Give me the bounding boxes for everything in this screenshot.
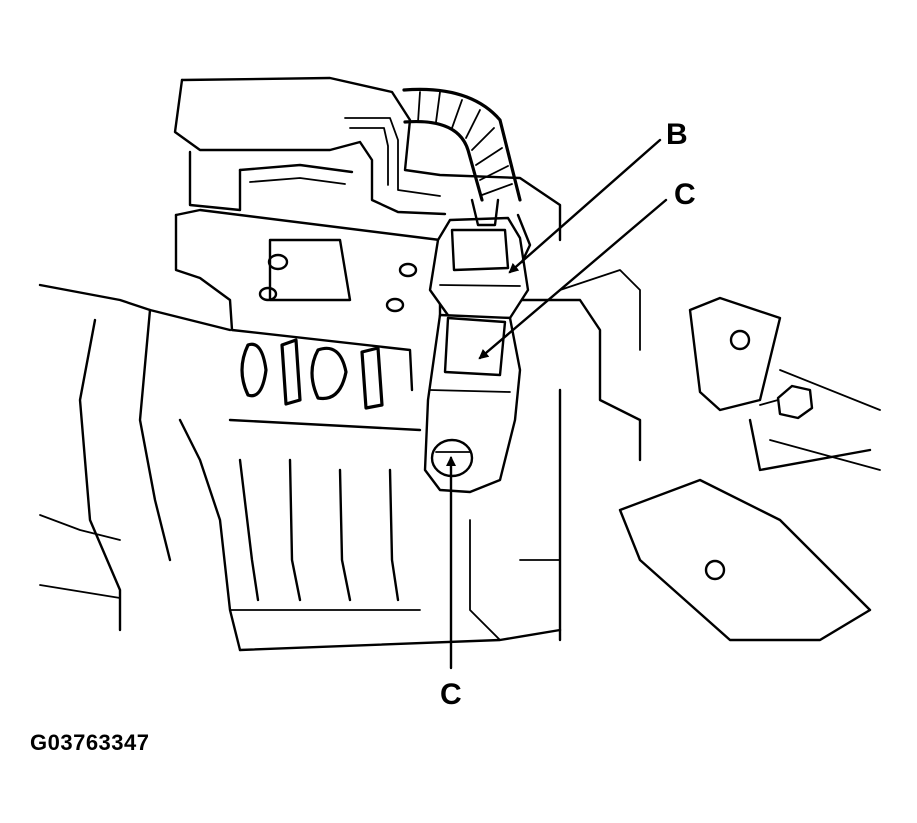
engine-block bbox=[38, 208, 642, 652]
figure-code: G03763347 bbox=[30, 730, 150, 755]
leader-arrows bbox=[446, 138, 668, 670]
right-bracket bbox=[618, 296, 881, 642]
arrow-c-upper bbox=[478, 198, 668, 360]
callout-c-lower: C bbox=[440, 678, 462, 711]
upper-housing bbox=[173, 76, 562, 242]
block-bolts bbox=[258, 253, 418, 313]
crank-position-sensor bbox=[423, 313, 522, 494]
casting-ribs bbox=[240, 338, 384, 410]
arrow-b bbox=[508, 138, 662, 274]
callout-b: B bbox=[666, 118, 688, 151]
callout-c-upper: C bbox=[674, 178, 696, 211]
wire-harness bbox=[402, 87, 522, 202]
sensor-connector bbox=[428, 198, 532, 320]
